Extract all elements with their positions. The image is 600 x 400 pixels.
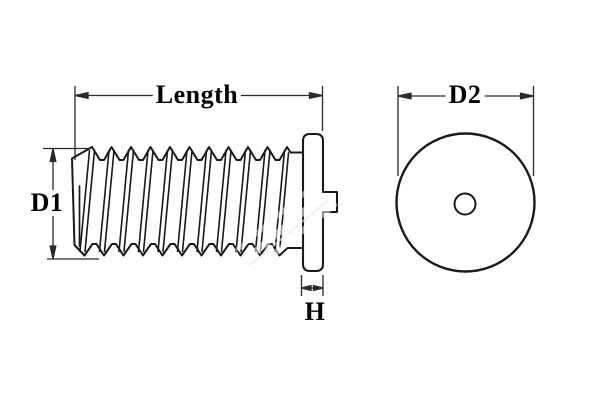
- d1-dimension-label: D1: [27, 190, 67, 216]
- flange-head: [301, 132, 339, 273]
- arrowhead-right: [308, 91, 323, 100]
- watermark: [235, 189, 337, 271]
- d2-dimension-label: D2: [445, 82, 485, 108]
- arrowhead-down: [49, 245, 57, 260]
- thread-profile-top: [91, 146, 304, 161]
- front-view: [395, 132, 536, 273]
- arrowhead-right: [519, 92, 534, 100]
- dimension-d1: [43, 147, 99, 260]
- weld-tip-circle: [453, 192, 477, 216]
- flange-circle: [395, 132, 536, 273]
- arrowhead-left: [74, 91, 89, 100]
- length-dimension-label: Length: [152, 82, 242, 108]
- thread-helix-lines: [79, 149, 290, 253]
- arrowhead-left: [397, 92, 412, 100]
- dimension-h: [300, 275, 324, 296]
- arrowhead-up: [49, 148, 57, 163]
- arrowhead-left: [301, 284, 312, 292]
- arrowhead-right: [312, 284, 324, 292]
- side-view: [71, 132, 339, 273]
- h-dimension-label: H: [301, 299, 329, 325]
